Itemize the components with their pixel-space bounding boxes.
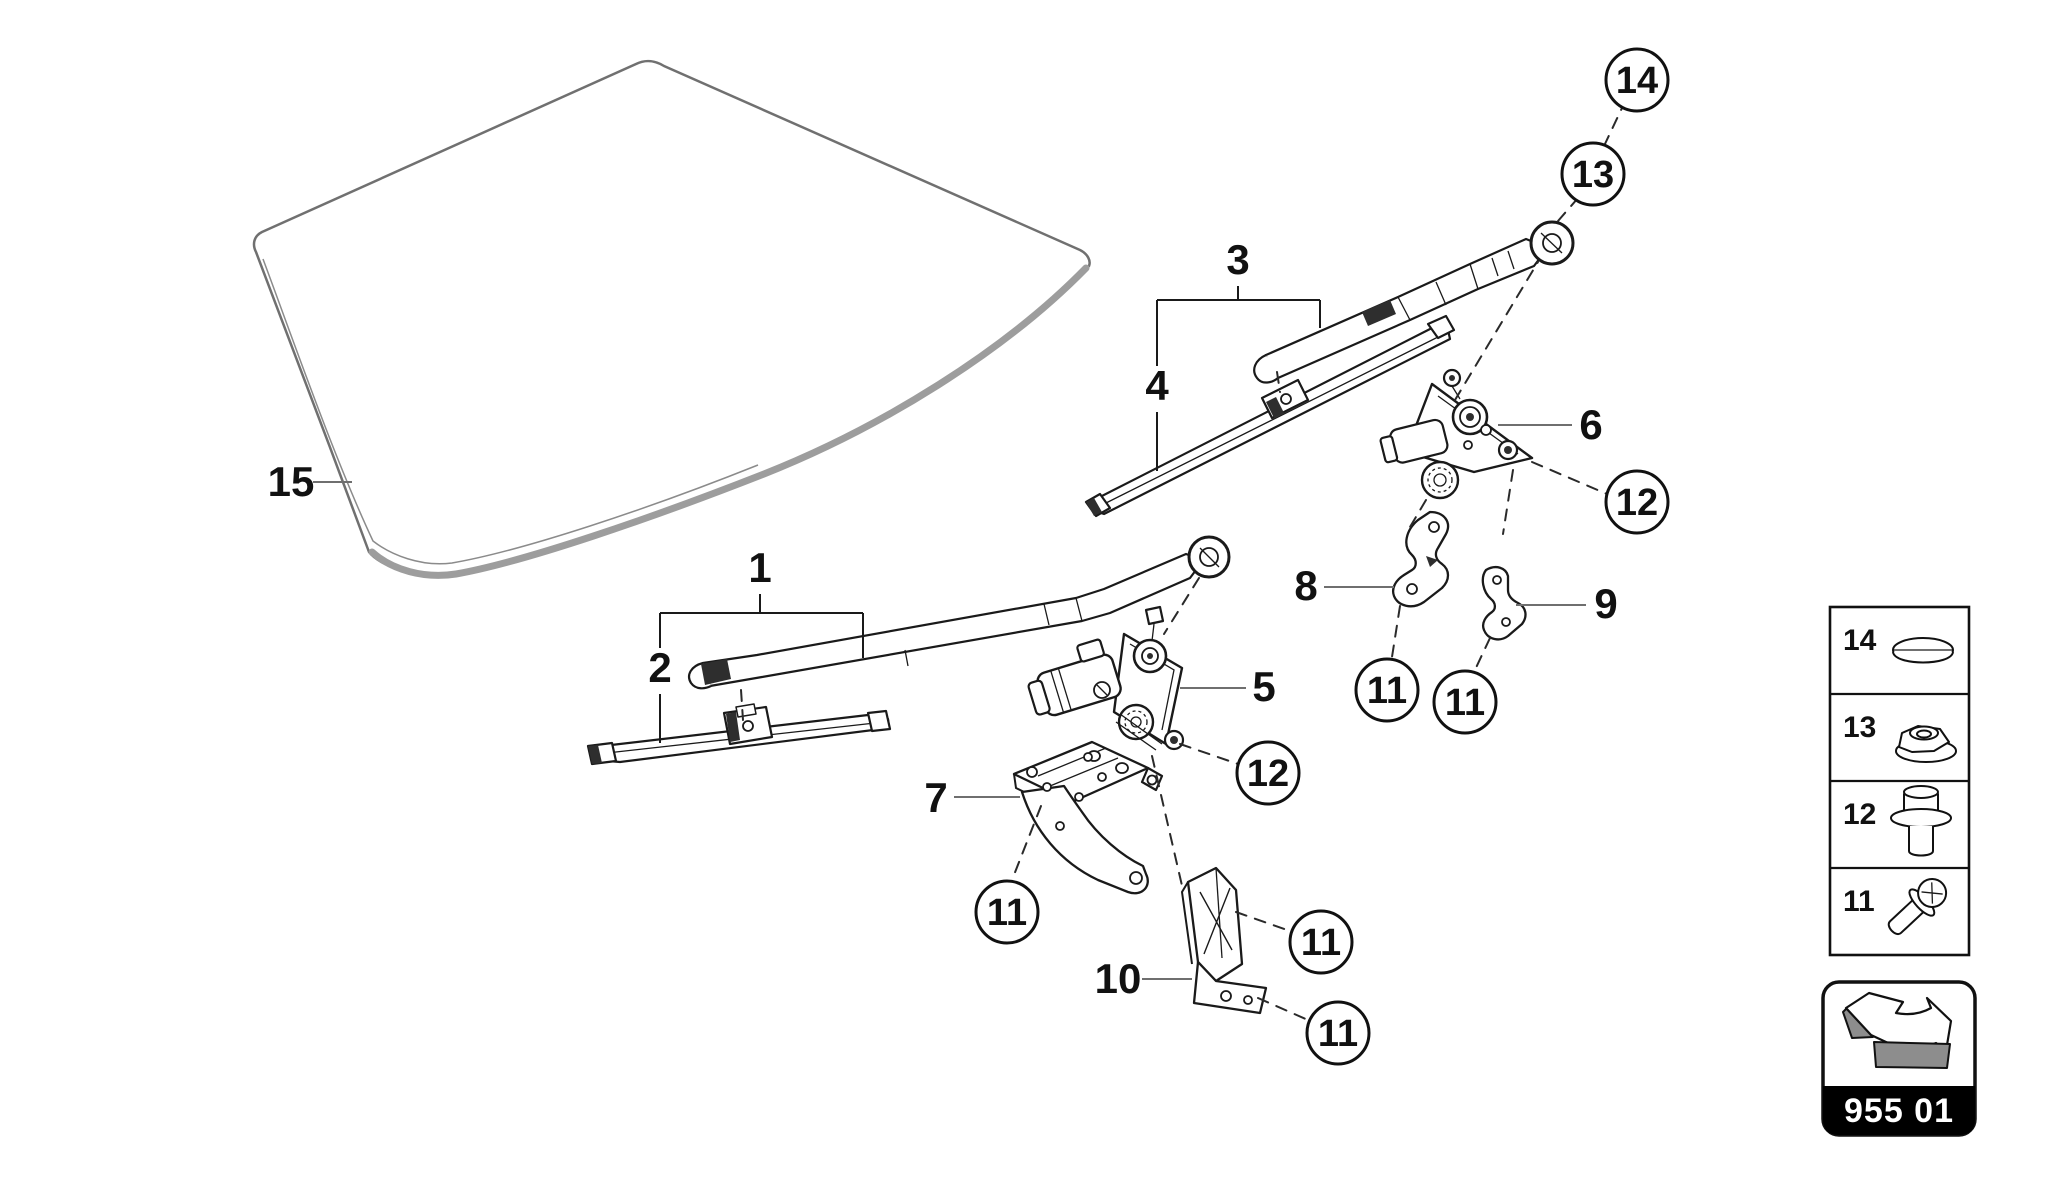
flange-nut-icon [1895,725,1957,763]
callout-circle[interactable] [1604,469,1670,535]
wiper-motor-right [1379,368,1534,500]
wiper-blade-right [1084,314,1456,518]
lever-bracket-right [1481,566,1527,641]
label-support-bracket-lower: 10 [1095,955,1142,1002]
callout-number: 11 [1367,670,1407,712]
callout-13[interactable]: 13 [1560,141,1626,207]
legend-number: 13 [1843,711,1876,744]
callout-circle[interactable] [1354,657,1420,723]
assembly-dashed-lines [740,107,1623,1021]
callout-number: 12 [1247,753,1289,795]
callout-circle[interactable] [1560,141,1626,207]
callout-11-bracket-top[interactable]: 11 [1288,909,1354,975]
label-wiper-motor-right: 6 [1579,401,1602,448]
callout-circle[interactable] [1235,740,1301,806]
part-label-8: 8 [1294,562,1394,609]
callout-12-upper[interactable]: 12 [1604,469,1670,535]
bracket9-body [1481,566,1527,641]
label-lever-bracket-left: 8 [1294,562,1317,609]
motor-right-worm-housing [1420,460,1460,500]
callout-circle[interactable] [1432,669,1498,735]
callout-number: 11 [1445,682,1485,724]
label-windscreen: 15 [268,458,315,505]
callout-number: 12 [1616,482,1658,524]
part-label-3: 3 [1156,236,1321,366]
label-wiper-arm-right: 3 [1226,236,1249,283]
callout-12-lower[interactable]: 12 [1235,740,1301,806]
part-label-7: 7 [924,774,1020,821]
label-wiper-arm-left: 1 [748,544,771,591]
legend-row-13[interactable]: 13 [1843,711,1957,763]
callout-number: 11 [987,892,1027,934]
part-label-6: 6 [1498,401,1603,448]
bolt-hole [1480,424,1492,436]
windscreen-inner-line [262,258,759,565]
bracket8-body [1392,510,1450,608]
support-bracket-lower [1180,866,1268,1015]
cover-cap-icon [1892,637,1954,664]
legend-row-14[interactable]: 14 [1843,624,1954,664]
wiper-arm-left-connector [701,659,731,685]
legend-number: 14 [1843,624,1877,657]
exploded-view-arrow-icon [1842,991,1953,1069]
callout-number: 14 [1616,60,1658,102]
legend-row-12[interactable]: 12 [1843,785,1952,857]
legend-row-11[interactable]: 11 [1843,871,1954,943]
section-badge[interactable]: 955 01 [1821,980,1977,1137]
callout-number: 13 [1572,154,1614,196]
callout-circle[interactable] [1604,47,1670,113]
wiper-arm-right-hook [1253,353,1279,384]
label-wiper-blade-right: 4 [1145,362,1169,409]
badge-code: 955 01 [1844,1092,1954,1130]
callout-circle[interactable] [1288,909,1354,975]
callout-11-mid-right[interactable]: 11 [1432,669,1498,735]
callout-circle[interactable] [974,879,1040,945]
callout-number: 11 [1318,1013,1358,1055]
part-label-15: 15 [268,458,352,505]
wiper-arm-right [1253,220,1575,384]
legend-number: 11 [1843,885,1875,918]
wiper-blade-left [586,703,892,766]
wiper-arm-right-connector [1362,300,1396,326]
callout-11-mid-left[interactable]: 11 [1354,657,1420,723]
part-label-2: 2 [648,644,672,743]
label-mount-bracket-left: 7 [924,774,947,821]
bolt-hole [1463,440,1473,450]
windscreen-glass [252,59,1091,579]
wiper-arm-left [687,535,1231,690]
legend-number: 12 [1843,798,1876,831]
motor-right-cylinder [1379,418,1449,464]
lever-bracket-left [1392,510,1450,608]
pan-head-screw-icon [1887,877,1948,936]
wiper-motor-left [1027,605,1185,751]
part-label-1: 1 [659,544,864,658]
callout-11-lower-left[interactable]: 11 [974,879,1040,945]
callout-11-bracket-bottom[interactable]: 11 [1305,1000,1371,1066]
mount-bracket-left [1012,740,1164,895]
windscreen-lower-edge [368,264,1090,579]
badge-code-band [1823,1086,1975,1135]
fastener-legend: 14 13 12 [1828,605,1971,957]
label-lever-bracket-right: 9 [1594,580,1617,627]
part-label-5: 5 [1180,663,1276,710]
part-label-9: 9 [1516,580,1618,627]
callout-circle[interactable] [1305,1000,1371,1066]
part-label-4: 4 [1145,362,1169,471]
callout-14[interactable]: 14 [1604,47,1670,113]
bracket7-arm [1020,784,1149,895]
callout-number: 11 [1301,922,1341,964]
flange-bolt-icon [1890,785,1952,857]
label-wiper-motor-left: 5 [1252,663,1275,710]
label-wiper-blade-left: 2 [648,644,671,691]
motor-left-cylinder [1027,638,1122,717]
part-label-10: 10 [1095,955,1192,1002]
